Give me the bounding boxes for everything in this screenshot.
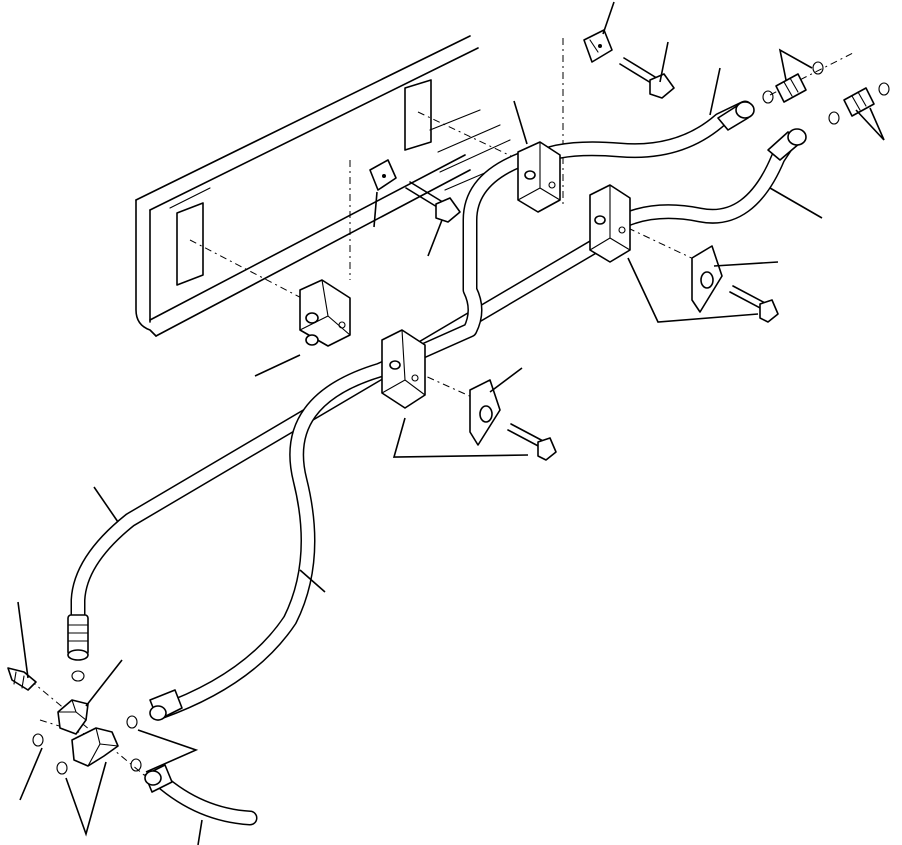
tee-fitting	[71, 727, 119, 767]
bolt-right	[729, 285, 779, 323]
upper-rear-hose	[527, 100, 753, 168]
frame-rail	[135, 35, 479, 337]
assembly-lines	[29, 38, 856, 781]
straight-connector-right	[843, 87, 875, 117]
nipple-fitting-left	[7, 667, 37, 691]
clamp-block-upper	[517, 141, 561, 213]
bolt-mid	[405, 181, 461, 223]
hose-end-upper	[717, 101, 755, 131]
bolt-upper	[619, 57, 675, 99]
leader-lines	[17, 1, 885, 845]
straight-connector-upper	[775, 73, 807, 103]
front-long-hose	[70, 235, 608, 638]
mounting-pad-right	[404, 79, 432, 151]
right-curved-hose	[607, 132, 798, 233]
hose-end-cross	[149, 689, 183, 721]
hose-end-stub	[144, 764, 173, 793]
retainer-clip-lower	[369, 159, 397, 191]
hose-end-right	[767, 128, 807, 161]
bolt-center	[507, 423, 557, 461]
bottom-stub-hose	[152, 772, 258, 826]
retainer-clip-upper	[583, 29, 613, 63]
hose-end-front	[67, 614, 89, 661]
o-rings	[32, 61, 890, 775]
clamp-block-center	[381, 329, 426, 409]
clamp-plate-center	[469, 379, 501, 446]
mounting-pad-left	[176, 202, 204, 286]
elbow-fitting	[57, 699, 89, 735]
clamp-block-right	[589, 184, 631, 263]
lower-cross-hose	[152, 152, 528, 720]
clamp-plate-right	[691, 245, 723, 313]
rail-hatching	[429, 109, 516, 191]
clamp-block-left	[299, 279, 351, 347]
